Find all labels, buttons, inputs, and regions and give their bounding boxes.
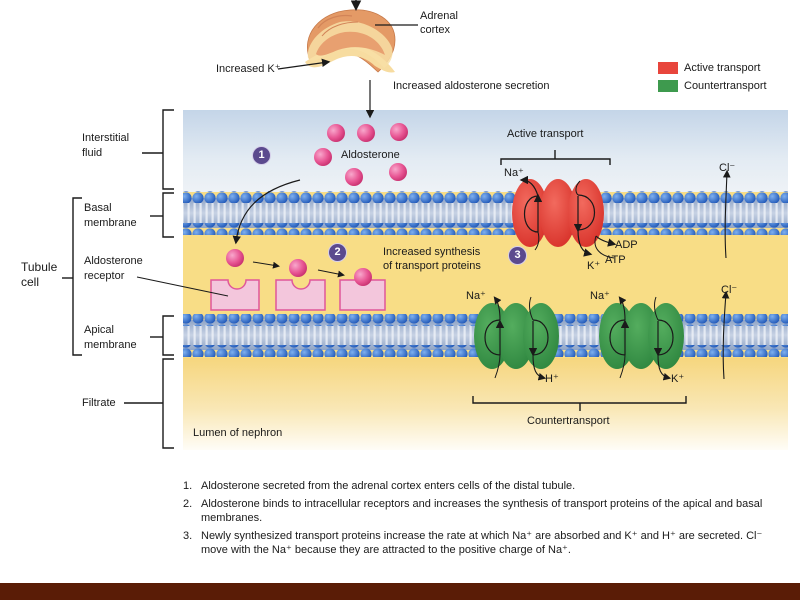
increased-synthesis-label-2: of transport proteins	[383, 260, 481, 272]
note-number: 1.	[183, 480, 193, 492]
adrenal-cortex-label-line1: Adrenal	[420, 10, 458, 22]
receptor-2	[275, 279, 326, 311]
entry-arrow	[232, 179, 301, 245]
cl-ion-basal-label: Cl⁻	[719, 162, 736, 174]
aldosterone-molecule	[389, 163, 407, 181]
legend-item-countertransport: Countertransport	[658, 80, 767, 92]
aldosterone-receptors	[210, 249, 386, 311]
k-ion-counter-label: K⁺	[671, 373, 685, 385]
step-notes: 1. Aldosterone secreted from the adrenal…	[183, 479, 788, 561]
step-badge-3: 3	[508, 246, 527, 265]
increased-secretion-label: Increased aldosterone secretion	[393, 80, 550, 92]
increased-k-arrow	[277, 58, 331, 70]
step-badge-1: 1	[252, 146, 271, 165]
interstitial-fluid-label-1: Interstitial	[82, 132, 130, 144]
na-ion-counter-1-label: Na⁺	[466, 290, 486, 302]
aldosterone-molecule	[327, 124, 345, 142]
basal-membrane-label-2: membrane	[84, 217, 137, 229]
tubule-cell-label-1: Tubule	[21, 260, 58, 274]
active-transport-pump	[512, 175, 617, 259]
note-text: Aldosterone secreted from the adrenal co…	[201, 480, 576, 492]
countertransport-label: Countertransport	[527, 415, 610, 427]
note-item: 2. Aldosterone binds to intracellular re…	[183, 497, 788, 525]
lumen-label: Lumen of nephron	[193, 427, 283, 439]
active-transport-bracket	[500, 150, 611, 165]
aldosterone-molecule	[357, 124, 375, 142]
aldosterone-molecule	[314, 148, 332, 166]
basal-membrane	[183, 191, 788, 235]
note-text: Newly synthesized transport proteins inc…	[201, 530, 763, 556]
tubule-cell-label-2: cell	[21, 275, 40, 289]
receptor-1	[210, 279, 260, 311]
legend-label: Countertransport	[684, 80, 767, 92]
aldosterone-molecule	[345, 168, 363, 186]
adrenal-cortex-label-line2: cortex	[420, 24, 450, 36]
cl-arrow-apical	[721, 290, 730, 380]
note-item: 1. Aldosterone secreted from the adrenal…	[183, 479, 788, 493]
footer-bar	[0, 583, 800, 600]
increased-k-label: Increased K⁺	[216, 63, 281, 75]
aldosterone-molecule	[289, 259, 307, 277]
atp-label: ATP	[605, 254, 626, 266]
aldosterone-label: Aldosterone	[341, 149, 400, 161]
note-number: 2.	[183, 498, 193, 510]
basal-membrane-label-1: Basal	[84, 202, 112, 214]
aldosterone-receptor-label-1: Aldosterone	[84, 255, 143, 267]
note-text: Aldosterone binds to intracellular recep…	[201, 498, 763, 524]
aldosterone-molecule	[226, 249, 244, 267]
legend-swatch-green	[658, 80, 678, 92]
note-item: 3. Newly synthesized transport proteins …	[183, 529, 788, 557]
na-h-countertransporter	[474, 296, 559, 381]
note-number: 3.	[183, 530, 193, 542]
cl-ion-apical-label: Cl⁻	[721, 284, 738, 296]
aldosterone-molecule	[354, 268, 372, 286]
step-badge-2: 2	[328, 243, 347, 262]
apical-membrane-label-1: Apical	[84, 324, 114, 336]
receptor-label-line	[136, 276, 229, 297]
countertransport-bracket	[472, 396, 687, 411]
legend-swatch-red	[658, 62, 678, 74]
aldosterone-molecule	[390, 123, 408, 141]
legend-label: Active transport	[684, 62, 761, 74]
cl-arrow-basal	[722, 169, 731, 259]
na-ion-counter-2-label: Na⁺	[590, 290, 610, 302]
aldosterone-receptor-label-2: receptor	[84, 270, 125, 282]
interstitial-fluid-label-2: fluid	[82, 147, 103, 159]
adp-label: ADP	[615, 239, 638, 251]
legend-item-active-transport: Active transport	[658, 62, 760, 74]
active-transport-label: Active transport	[507, 128, 584, 140]
k-ion-active-label: K⁺	[587, 260, 601, 272]
na-ion-active-label: Na⁺	[504, 167, 524, 179]
aldosterone-molecules	[314, 123, 408, 186]
h-ion-label: H⁺	[545, 373, 559, 385]
filtrate-label: Filtrate	[82, 397, 116, 409]
apical-membrane-label-2: membrane	[84, 339, 137, 351]
lumen-region	[183, 358, 788, 450]
interstitial-fluid-region	[183, 110, 788, 192]
na-k-countertransporter	[599, 296, 684, 381]
adrenal-gland	[305, 9, 396, 73]
increased-synthesis-label-1: Increased synthesis	[383, 246, 481, 258]
left-brackets	[62, 109, 174, 449]
